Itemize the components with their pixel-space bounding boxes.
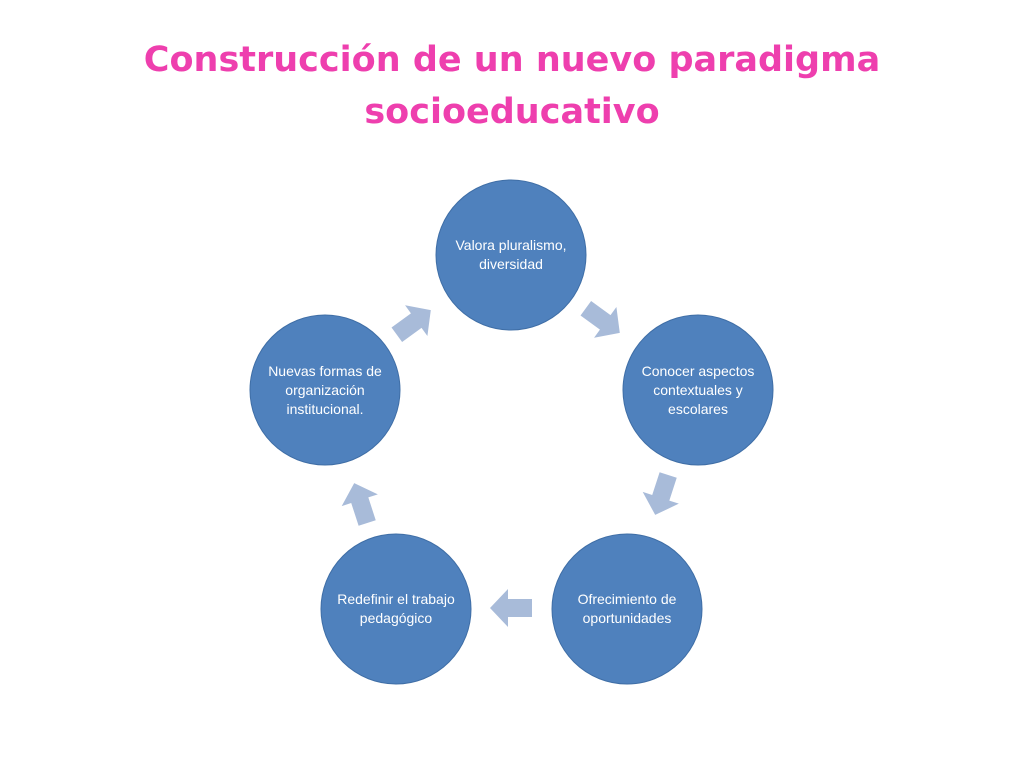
arrow-ofrecimiento-to-redefinir xyxy=(490,589,532,627)
arrow-redefinir-to-nuevas xyxy=(341,483,378,526)
arrow-nuevas-to-valora xyxy=(391,305,431,343)
page-title: Construcción de un nuevo paradigma socio… xyxy=(112,34,912,138)
page-title-line-1: Construcción de un nuevo paradigma xyxy=(143,40,881,80)
node-circle-ofrecimiento xyxy=(551,533,703,685)
page-title-line-2: socioeducativo xyxy=(364,92,660,132)
arrow-shape-1 xyxy=(580,300,620,338)
node-circle-nuevas xyxy=(249,314,401,466)
arrow-conocer-to-ofrecimiento xyxy=(642,472,679,515)
arrow-shape-4 xyxy=(341,483,378,526)
arrow-shape-5 xyxy=(391,305,431,343)
node-circle-redefinir xyxy=(320,533,472,685)
node-circle-conocer xyxy=(622,314,774,466)
arrow-valora-to-conocer xyxy=(580,300,620,338)
arrow-shape-2 xyxy=(642,472,679,515)
node-circle-valora xyxy=(435,179,587,331)
arrow-shape-3 xyxy=(490,589,532,627)
